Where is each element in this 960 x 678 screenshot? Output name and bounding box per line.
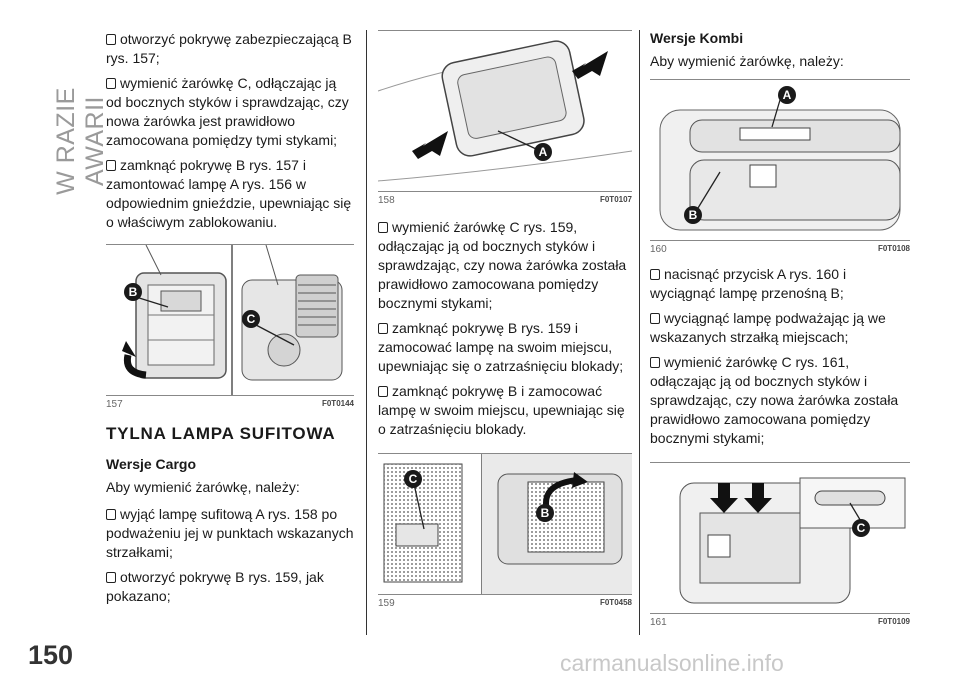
subsection-title: Wersje Kombi [650,30,744,46]
label-a-badge: A [778,86,796,104]
instruction-step: zamknąć pokrywę B rys. 157 i zamontować … [106,157,352,230]
section-tab: W RAZIE AWARII [52,30,109,220]
section-title: TYLNA LAMPA SUFITOWA [106,424,336,443]
column-divider [639,30,640,635]
column-1: otworzyć pokrywę zabezpieczającą B rys. … [106,30,354,612]
label-b-badge: B [536,504,554,522]
figure-159: C B [378,453,632,595]
checkbox-icon [106,160,116,171]
label-c-badge: C [852,519,870,537]
figure-157-illustration [106,245,354,395]
checkbox-icon [106,509,116,520]
instruction-step: wymienić żarówkę C rys. 161, odłączając … [650,354,899,446]
intro-text: Aby wymienić żarówkę, należy: [650,53,844,69]
checkbox-icon [106,572,116,583]
figure-157: B C [106,244,354,396]
figure-160: A B [650,79,910,241]
checkbox-icon [378,222,388,233]
column-3: Wersje Kombi Aby wymienić żarówkę, należ… [650,30,910,628]
instruction-step: zamknąć pokrywę B i zamocować lampę w sw… [378,383,625,437]
watermark-text: carmanualsonline.info [560,650,784,676]
figure-158: A [378,30,632,192]
checkbox-icon [650,313,660,324]
checkbox-icon [650,269,660,280]
figure-161: C [650,462,910,614]
label-a-badge: A [534,143,552,161]
label-b-badge: B [684,206,702,224]
instruction-step: otworzyć pokrywę B rys. 159, jak pokazan… [106,569,324,604]
label-b-badge: B [124,283,142,301]
label-c-badge: C [404,470,422,488]
instruction-step: wyjąć lampę sufitową A rys. 158 po podwa… [106,506,354,560]
instruction-step: wymienić żarówkę C, odłączając ją od boc… [106,75,349,148]
subsection-title: Wersje Cargo [106,456,196,472]
page-number: 150 [28,640,74,670]
checkbox-icon [378,386,388,397]
figure-158-illustration [378,31,632,191]
instruction-step: nacisnąć przycisk A rys. 160 i wyciągnąć… [650,266,847,301]
checkbox-icon [106,78,116,89]
column-divider [366,30,367,635]
instruction-step: wyciągnąć lampę podważając ją we wskazan… [650,310,886,345]
instruction-step: wymienić żarówkę C rys. 159, odłączając … [378,219,627,311]
instruction-step: zamknąć pokrywę B rys. 159 i zamocować l… [378,320,624,374]
section-label: W RAZIE AWARII [52,87,109,195]
instruction-step: otworzyć pokrywę zabezpieczającą B rys. … [106,31,352,66]
checkbox-icon [378,323,388,334]
intro-text: Aby wymienić żarówkę, należy: [106,479,300,495]
label-c-badge: C [242,310,260,328]
checkbox-icon [106,34,116,45]
figure-161-illustration [650,463,910,613]
checkbox-icon [650,357,660,368]
